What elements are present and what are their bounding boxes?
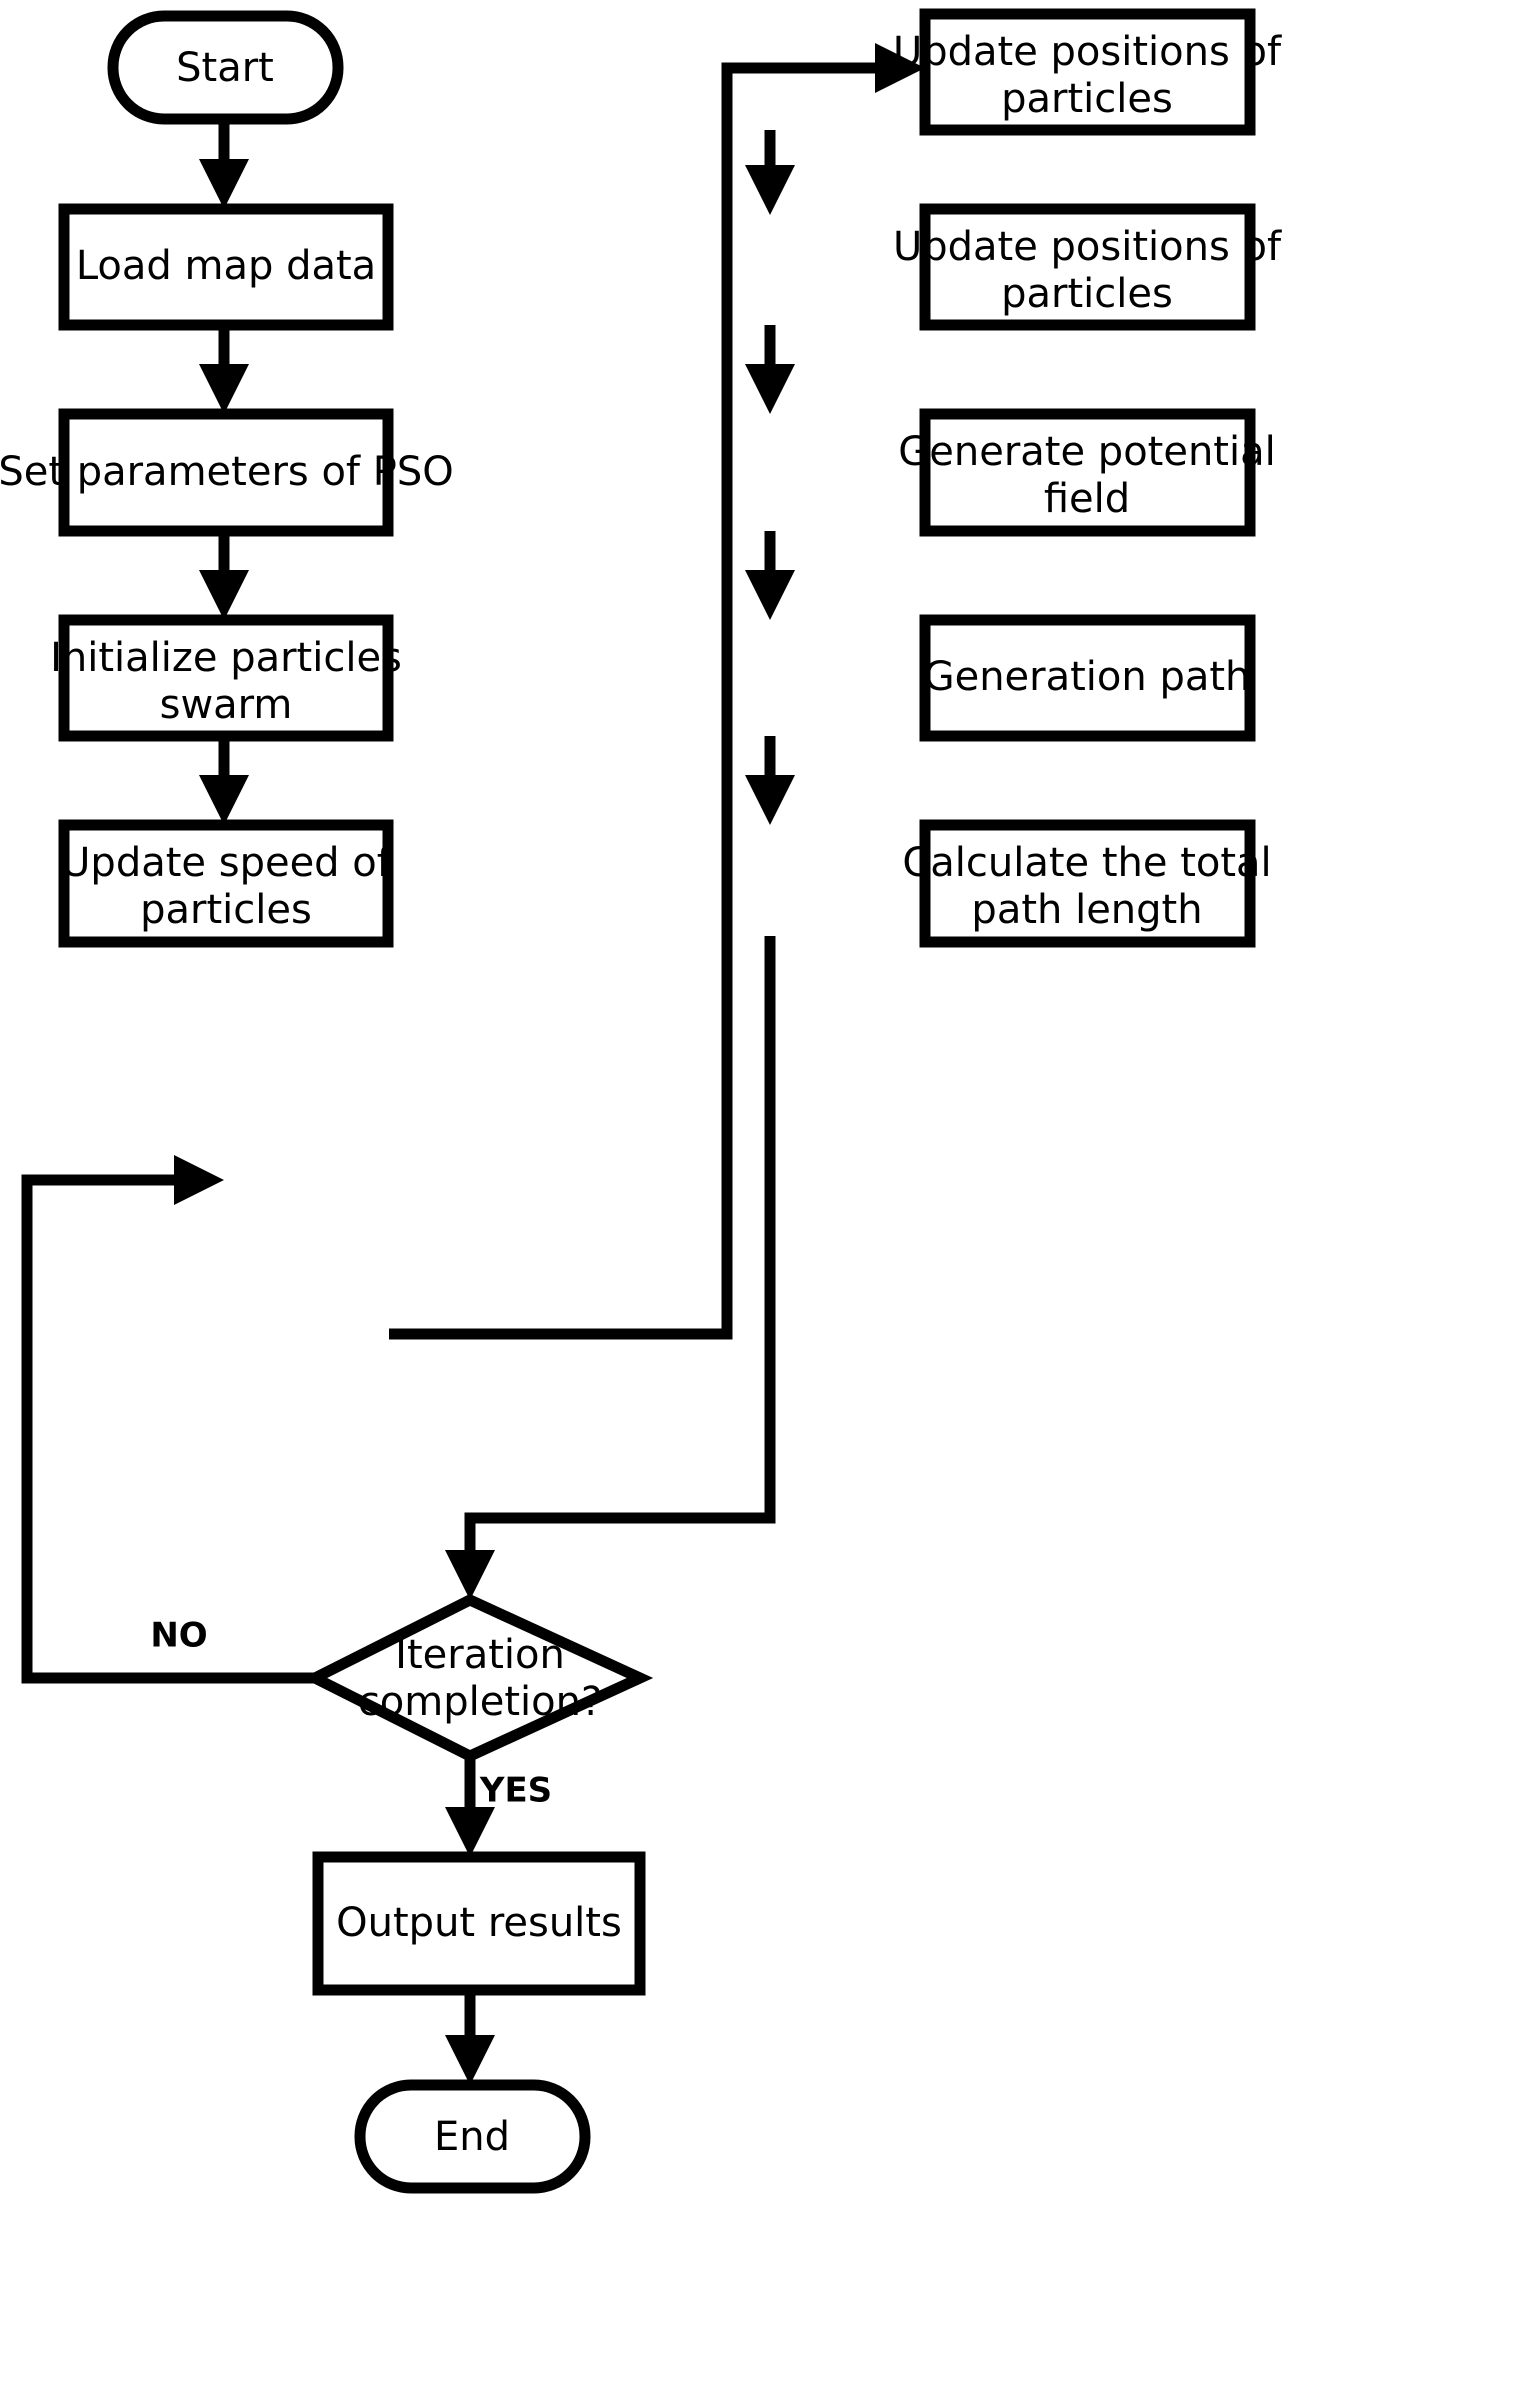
- node-generate-potential-field[interactable]: Generate potential field: [898, 408, 1276, 537]
- node-update-positions-1-label-line1: Update positions of: [893, 29, 1282, 75]
- node-generate-potential-field-label-line1: Generate potential: [898, 429, 1275, 475]
- connector-output-results-to-end: [445, 1990, 495, 2085]
- node-initialize-particles-label-line1: Initialize particles: [50, 635, 402, 681]
- node-initialize-particles-label-line2: swarm: [160, 682, 293, 728]
- connector-decision-yes-to-output-results: [445, 1756, 495, 1857]
- connector-load-map-data-to-set-parameters: [199, 325, 249, 414]
- edge-label-no: NO: [150, 1616, 207, 1656]
- node-update-positions-1[interactable]: Update positions of particles: [893, 8, 1282, 136]
- node-calculate-total-path-length[interactable]: Calculate the total path length: [902, 819, 1272, 948]
- node-update-positions-2-label-line1: Update positions of: [893, 224, 1282, 270]
- connector-no-loop-back: [21, 1155, 315, 1684]
- node-iteration-completion-label-line1: Iteration: [395, 1632, 565, 1678]
- connector-set-parameters-to-initialize-particles: [199, 531, 249, 620]
- node-update-positions-1-label-line2: particles: [1001, 76, 1173, 122]
- connector-start-to-load-map-data: [199, 119, 249, 209]
- node-calculate-total-path-length-label-line1: Calculate the total: [902, 840, 1271, 886]
- connector-update-positions-2-to-generate-potential-field: [745, 325, 795, 414]
- node-generation-path[interactable]: Generation path: [919, 614, 1256, 742]
- node-load-map-data-label: Load map data: [76, 243, 376, 289]
- node-end[interactable]: End: [354, 2079, 591, 2194]
- edge-label-yes: YES: [479, 1771, 552, 1811]
- node-update-speed-label-line1: Update speed of: [61, 840, 392, 886]
- node-set-parameters-label: Set parameters of PSO: [0, 449, 454, 495]
- connector-update-speed-to-update-positions-1: [389, 43, 925, 1340]
- node-update-speed[interactable]: Update speed of particles: [58, 819, 394, 948]
- connector-calculate-total-path-length-to-decision: [445, 936, 776, 1600]
- node-start-label: Start: [176, 45, 274, 91]
- node-iteration-completion-label-line2: completion?: [358, 1679, 602, 1725]
- node-iteration-completion[interactable]: Iteration completion?: [302, 1593, 654, 1763]
- node-set-parameters[interactable]: Set parameters of PSO: [0, 408, 454, 537]
- connector-update-positions-1-to-update-positions-2: [745, 130, 795, 215]
- connector-initialize-particles-to-update-speed: [199, 736, 249, 825]
- connector-generation-path-to-calculate-total-path-length: [745, 736, 795, 825]
- node-load-map-data[interactable]: Load map data: [58, 203, 394, 331]
- node-end-label: End: [434, 2114, 510, 2160]
- node-output-results[interactable]: Output results: [312, 1851, 646, 1996]
- node-update-positions-2-label-line2: particles: [1001, 271, 1173, 317]
- node-initialize-particles[interactable]: Initialize particles swarm: [50, 614, 402, 742]
- node-start[interactable]: Start: [107, 10, 344, 125]
- node-calculate-total-path-length-label-line2: path length: [971, 887, 1202, 933]
- node-update-positions-2[interactable]: Update positions of particles: [893, 203, 1282, 331]
- node-generate-potential-field-label-line2: field: [1044, 476, 1130, 522]
- connector-generate-potential-field-to-generation-path: [745, 531, 795, 620]
- node-generation-path-label: Generation path: [924, 654, 1251, 700]
- node-update-speed-label-line2: particles: [140, 887, 312, 933]
- node-output-results-label: Output results: [336, 1900, 622, 1946]
